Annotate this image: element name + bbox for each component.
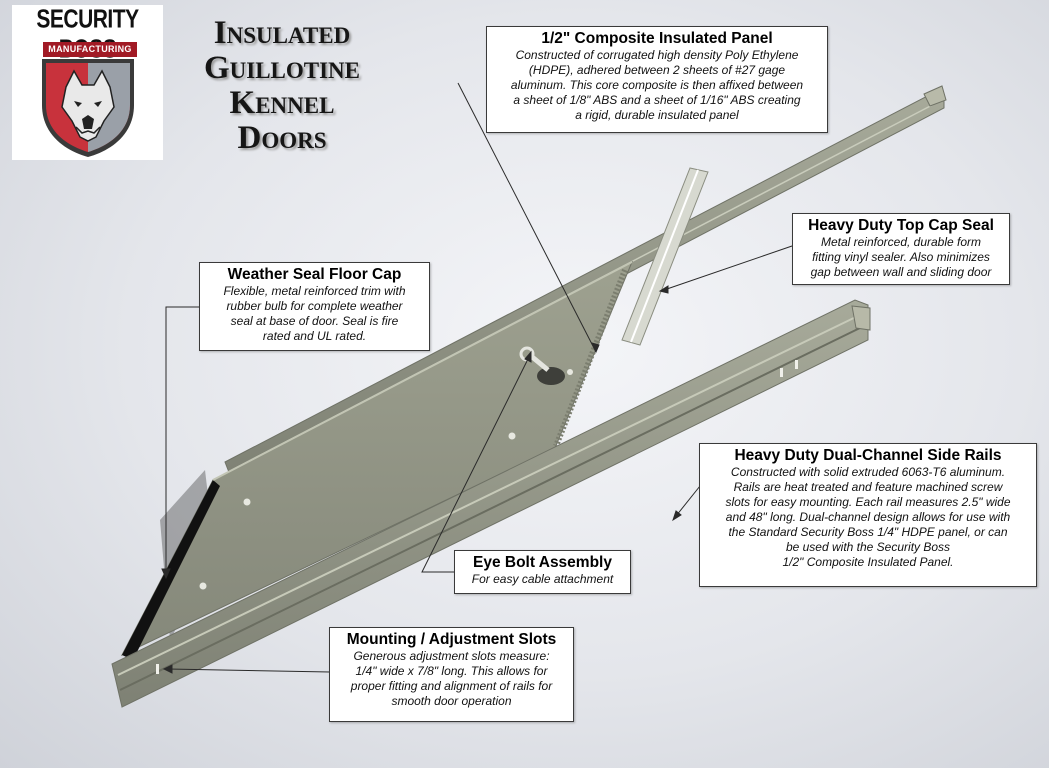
- callout-top-cap-seal: Heavy Duty Top Cap Seal Metal reinforced…: [792, 213, 1010, 285]
- brand-logo: SECURITY BOSS MANUFACTURING: [12, 5, 163, 160]
- top-cap-seal: [621, 167, 709, 346]
- callout-composite-panel: 1/2" Composite Insulated Panel Construct…: [486, 26, 828, 133]
- callout-description: Generous adjustment slots measure: 1/4" …: [350, 649, 553, 708]
- callout-floor-cap: Weather Seal Floor Cap Flexible, metal r…: [199, 262, 430, 351]
- leader-lines: [161, 82, 793, 674]
- wolf-shield-icon: [42, 59, 134, 157]
- title-line: Insulated: [213, 15, 351, 51]
- page-title: Insulated Guillotine Kennel Doors: [172, 16, 392, 156]
- title-line: Doors: [237, 120, 327, 156]
- callout-eye-bolt: Eye Bolt Assembly For easy cable attachm…: [454, 550, 631, 594]
- callout-mounting-slots: Mounting / Adjustment Slots Generous adj…: [329, 627, 574, 722]
- composite-insulated-panel: [120, 260, 633, 660]
- brand-subtitle: MANUFACTURING: [43, 42, 137, 57]
- callout-title: 1/2" Composite Insulated Panel: [541, 30, 773, 47]
- callout-title: Heavy Duty Top Cap Seal: [808, 217, 994, 234]
- callout-description: Constructed of corrugated high density P…: [510, 48, 804, 122]
- callout-description: Metal reinforced, durable form fitting v…: [810, 235, 992, 279]
- eye-bolt: [519, 346, 565, 385]
- callout-side-rails: Heavy Duty Dual-Channel Side Rails Const…: [699, 443, 1037, 587]
- title-line: Guillotine: [203, 50, 361, 86]
- callout-title: Heavy Duty Dual-Channel Side Rails: [734, 447, 1002, 464]
- callout-title: Eye Bolt Assembly: [473, 554, 612, 571]
- callout-title: Weather Seal Floor Cap: [227, 266, 402, 283]
- callout-description: Constructed with solid extruded 6063-T6 …: [725, 465, 1011, 569]
- front-side-rail: [111, 299, 871, 708]
- callout-description: Flexible, metal reinforced trim with rub…: [223, 284, 406, 343]
- callout-description: For easy cable attachment: [471, 572, 614, 586]
- callout-title: Mounting / Adjustment Slots: [346, 631, 557, 648]
- title-line: Kennel: [229, 85, 335, 121]
